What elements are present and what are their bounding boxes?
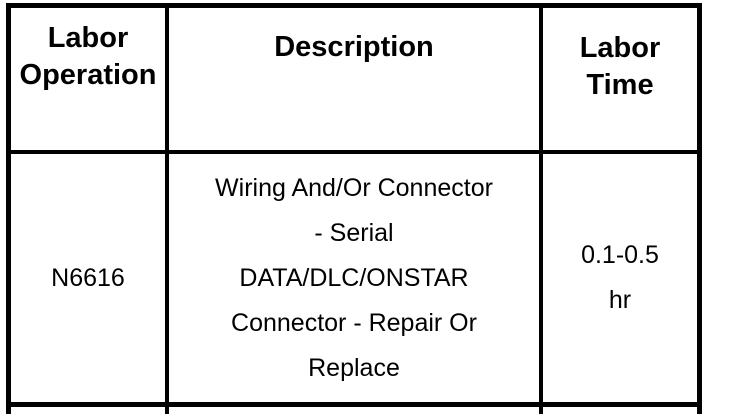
row-cell-labor-operation: N6616: [11, 154, 169, 402]
header-labor-time-line2: Time: [586, 69, 654, 101]
labor-operation-code: N6616: [51, 263, 125, 292]
labor-time-range: 0.1-0.5: [581, 241, 659, 269]
description-line-5: Replace: [308, 353, 400, 382]
next-row-column2-border-stub: [539, 407, 543, 414]
next-row-column1-border-stub: [165, 407, 169, 414]
header-cell-labor-operation: Labor Operation: [11, 8, 169, 154]
row-cell-labor-time: 0.1-0.5 hr: [543, 154, 697, 402]
header-cell-description: Description: [169, 8, 543, 154]
header-cell-labor-time: Labor Time: [543, 8, 697, 154]
description-line-1: Wiring And/Or Connector: [215, 173, 493, 202]
labor-operation-table: Labor Operation Description Labor Time N…: [6, 3, 702, 407]
next-row-left-border-stub: [6, 407, 11, 414]
header-labor-operation-line1: Labor: [47, 22, 129, 54]
description-line-2: - Serial: [314, 218, 394, 247]
next-row-right-border-stub: [697, 407, 702, 414]
header-labor-operation-line2: Operation: [19, 59, 157, 91]
header-description-label: Description: [274, 31, 434, 63]
labor-time-unit: hr: [608, 286, 632, 314]
description-line-3: DATA/DLC/ONSTAR: [239, 263, 469, 292]
description-line-4: Connector - Repair Or: [231, 308, 477, 337]
row-cell-description: Wiring And/Or Connector - Serial DATA/DL…: [169, 154, 543, 402]
header-labor-time-line1: Labor: [579, 32, 661, 64]
